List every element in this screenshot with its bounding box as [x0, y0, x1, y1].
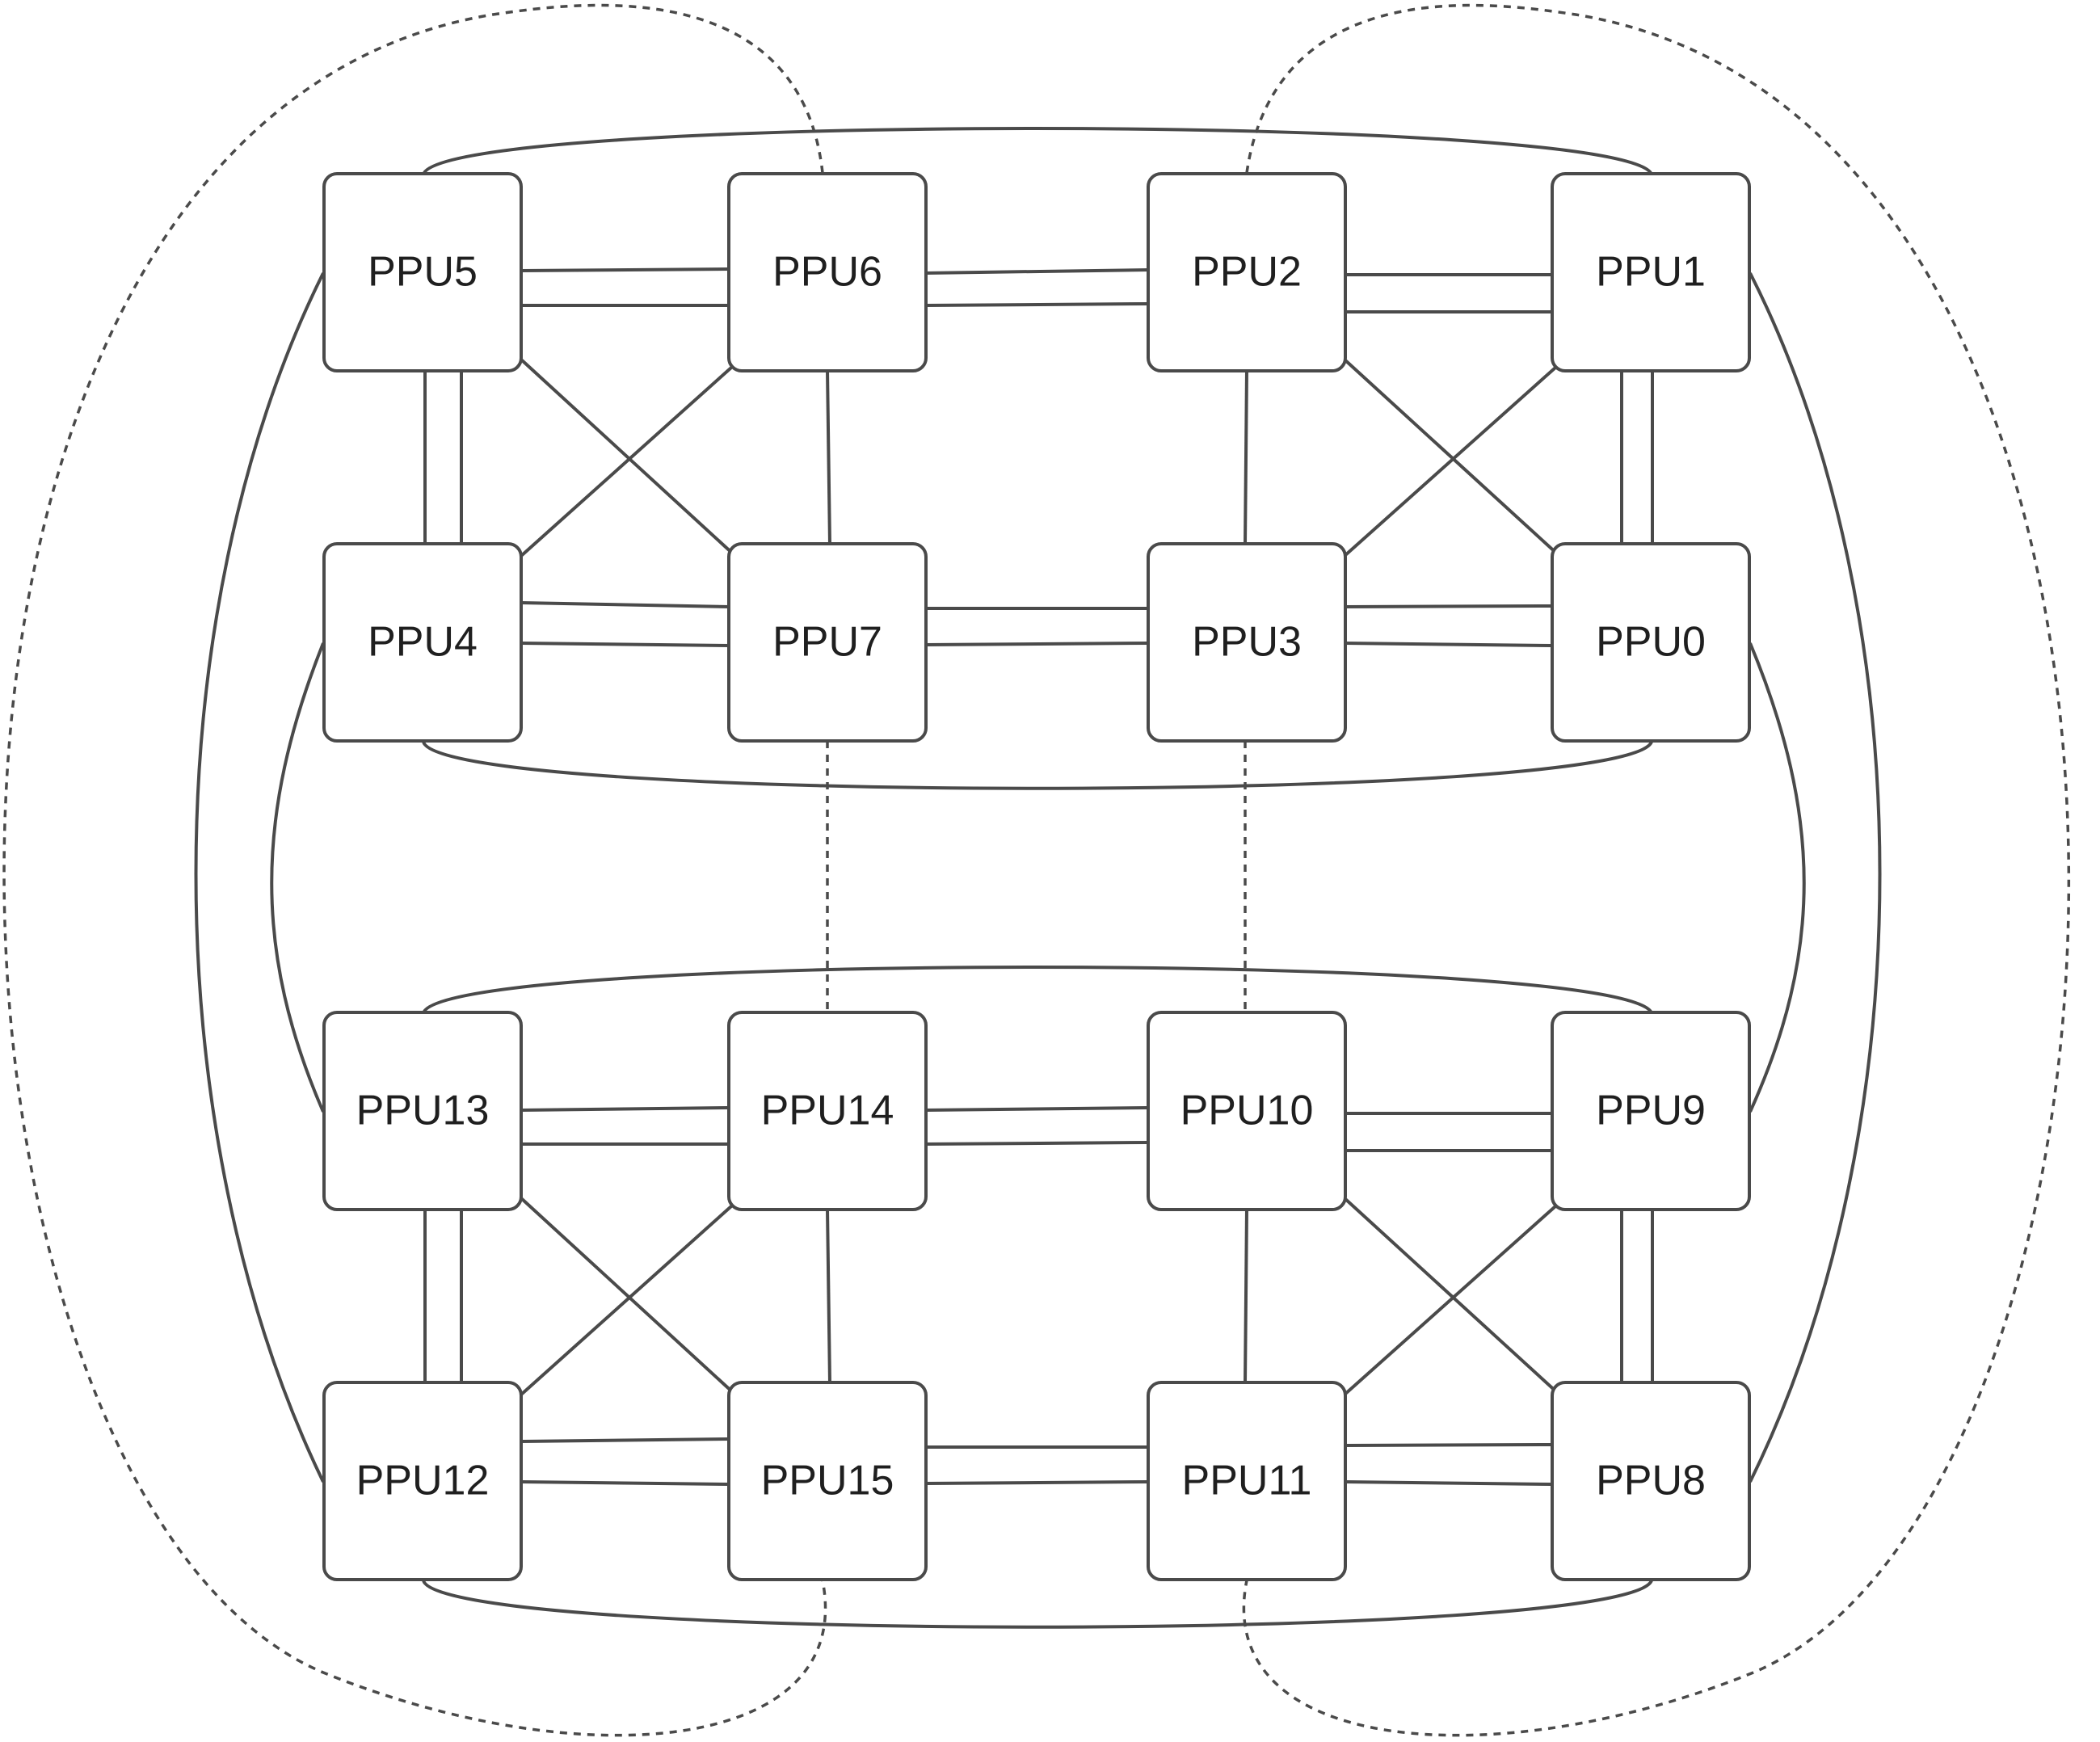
node-ppu9[interactable]: PPU9 — [1551, 1011, 1751, 1211]
link-ppu5-ppu1-arc — [422, 127, 1653, 176]
link-ppu4-ppu13-arc — [270, 642, 325, 1113]
node-ppu15[interactable]: PPU15 — [727, 1381, 928, 1581]
node-ppu1[interactable]: PPU1 — [1551, 172, 1751, 372]
node-label: PPU0 — [1596, 619, 1706, 666]
link-ppu9-ppu11 — [1343, 1205, 1557, 1396]
node-label: PPU2 — [1192, 249, 1302, 296]
node-ppu12[interactable]: PPU12 — [322, 1381, 523, 1581]
node-label: PPU11 — [1182, 1458, 1312, 1504]
node-ppu14[interactable]: PPU14 — [727, 1011, 928, 1211]
node-label: PPU15 — [761, 1458, 894, 1504]
link-ppu10-ppu8 — [1343, 1197, 1561, 1396]
link-ppu13-ppu15 — [520, 1197, 737, 1396]
link-ppu1-ppu8-arc — [1749, 272, 1882, 1483]
node-ppu4[interactable]: PPU4 — [322, 542, 523, 743]
node-label: PPU14 — [761, 1088, 894, 1134]
node-label: PPU8 — [1596, 1458, 1706, 1504]
link-ppu5-ppu12-arc — [194, 272, 325, 1483]
link-ppu12-ppu15 — [520, 1437, 730, 1486]
link-ppu6-ppu4 — [520, 366, 733, 558]
node-ppu8[interactable]: PPU8 — [1551, 1381, 1751, 1581]
node-ppu7[interactable]: PPU7 — [727, 542, 928, 743]
link-ppu14-ppu10 — [924, 1106, 1150, 1146]
node-label: PPU13 — [356, 1088, 490, 1134]
node-ppu10[interactable]: PPU10 — [1147, 1011, 1347, 1211]
link-ppu12-ppu8-arc — [422, 1579, 1653, 1629]
link-ppu0-ppu9-arc — [1749, 642, 1806, 1113]
link-ppu2-ppu11-dashed-loop — [1242, 3, 2070, 1737]
node-ppu5[interactable]: PPU5 — [322, 172, 523, 372]
node-ppu0[interactable]: PPU0 — [1551, 542, 1751, 743]
link-ppu5-ppu6 — [520, 267, 730, 307]
node-ppu3[interactable]: PPU3 — [1147, 542, 1347, 743]
link-ppu9-ppu8 — [1620, 1209, 1654, 1383]
link-ppu10-ppu11 — [1244, 1208, 1248, 1384]
node-ppu6[interactable]: PPU6 — [727, 172, 928, 372]
link-ppu14-ppu12 — [520, 1205, 733, 1396]
link-ppu13-ppu12 — [423, 1209, 463, 1383]
link-ppu3-ppu0 — [1344, 604, 1552, 647]
link-ppu6-ppu2 — [924, 268, 1150, 307]
link-ppu10-ppu9 — [1345, 1112, 1551, 1152]
node-label: PPU3 — [1192, 619, 1302, 666]
node-label: PPU12 — [356, 1458, 490, 1504]
link-ppu2-ppu1 — [1345, 273, 1551, 313]
link-ppu1-ppu0 — [1620, 370, 1654, 545]
link-ppu13-ppu14 — [520, 1106, 730, 1146]
link-ppu11-ppu8 — [1344, 1443, 1552, 1486]
link-ppu2-ppu3 — [1244, 369, 1248, 545]
node-label: PPU4 — [368, 619, 478, 666]
link-ppu13-ppu9-arc — [422, 966, 1653, 1015]
node-ppu11[interactable]: PPU11 — [1147, 1381, 1347, 1581]
link-ppu5-ppu4 — [423, 370, 463, 545]
nodes-layer: PPU5 PPU6 PPU2 PPU1 PPU4 PPU7 PPU3 — [322, 172, 1751, 1581]
node-label: PPU1 — [1596, 249, 1706, 296]
link-ppu5-ppu7 — [520, 358, 737, 558]
link-ppu1-ppu3 — [1343, 366, 1557, 558]
link-ppu2-ppu0 — [1343, 358, 1561, 558]
link-ppu14-ppu15 — [826, 1208, 831, 1384]
link-ppu7-ppu3 — [924, 607, 1150, 646]
node-ppu2[interactable]: PPU2 — [1147, 172, 1347, 372]
node-label: PPU5 — [368, 249, 478, 296]
node-label: PPU6 — [772, 249, 882, 296]
link-ppu4-ppu7 — [520, 601, 730, 647]
links-layer — [2, 3, 2070, 1737]
link-ppu4-ppu0-arc — [422, 740, 1653, 790]
link-ppu6-ppu15-dashed-loop — [2, 3, 827, 1737]
node-label: PPU7 — [772, 619, 882, 666]
link-ppu6-ppu7 — [826, 369, 831, 545]
node-label: PPU9 — [1596, 1088, 1706, 1134]
node-label: PPU10 — [1180, 1088, 1314, 1134]
node-ppu13[interactable]: PPU13 — [322, 1011, 523, 1211]
link-ppu15-ppu11 — [924, 1445, 1150, 1485]
